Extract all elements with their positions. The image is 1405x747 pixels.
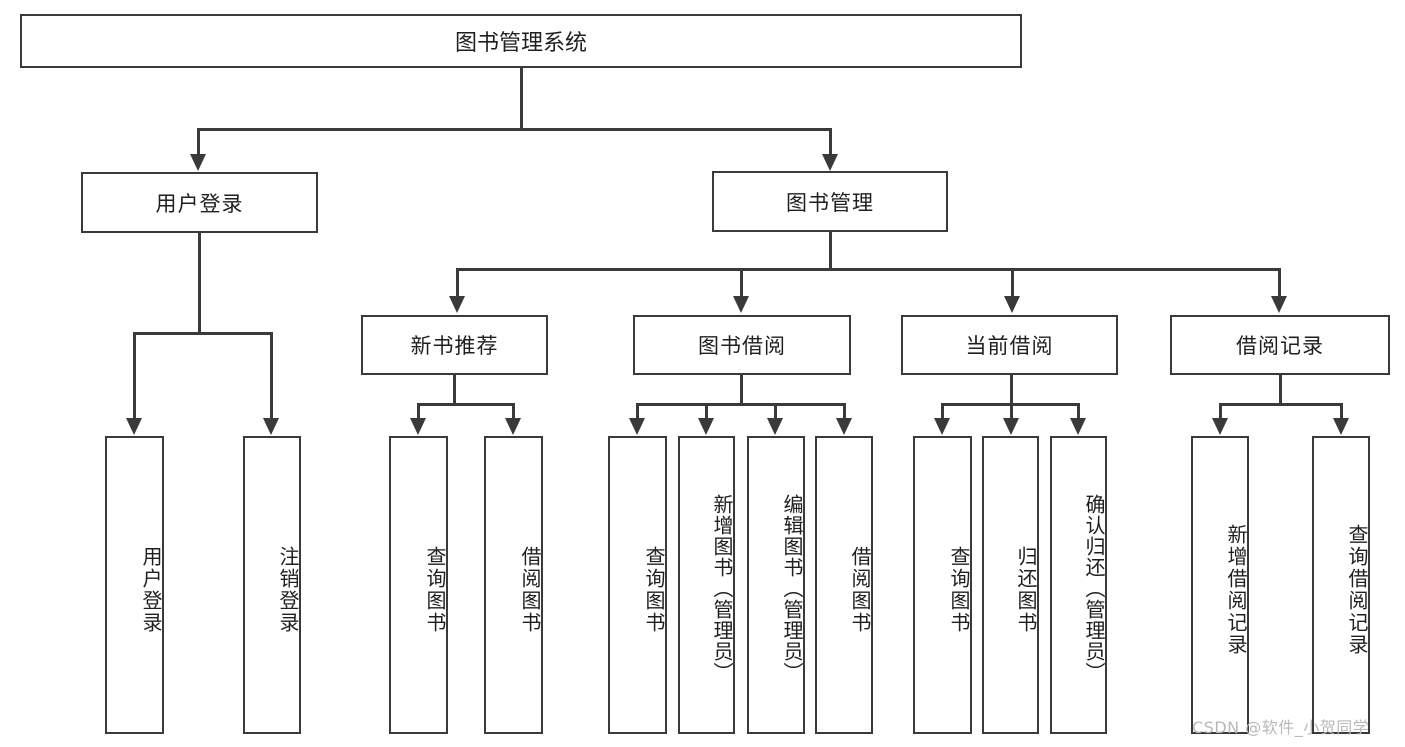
connector-to-book-borrow [740, 268, 743, 296]
arrow-book-borrow-leaf-4 [836, 418, 852, 435]
connector-borrow-record-bus [1219, 403, 1342, 406]
arrow-to-new-book-rec [449, 296, 465, 313]
connector-book-borrow-leaf-1 [636, 403, 639, 419]
connector-new-book-rec-stem [453, 375, 456, 405]
arrow-borrow-record-leaf-2 [1333, 418, 1349, 435]
arrow-book-borrow-leaf-1 [629, 418, 645, 435]
connector-to-current-borrow [1011, 268, 1014, 296]
connector-book-manage-bus [456, 268, 1280, 271]
node-leaf-query-book-3[interactable]: 查询图书 [913, 436, 972, 734]
arrow-user-login-leaf-2 [263, 418, 279, 435]
arrow-root-to-user-login [190, 154, 206, 171]
node-leaf-query-borrow-record[interactable]: 查询借阅记录 [1312, 436, 1370, 734]
node-leaf-add-book-admin[interactable]: 新增图书（管理员） [678, 436, 735, 734]
node-leaf-return-book[interactable]: 归还图书 [982, 436, 1039, 734]
arrow-to-book-borrow [733, 296, 749, 313]
arrow-current-borrow-leaf-1 [934, 418, 950, 435]
connector-to-borrow-record [1278, 268, 1281, 296]
node-leaf-query-book-2[interactable]: 查询图书 [608, 436, 667, 734]
connector-root-to-user-login [197, 128, 200, 156]
connector-root-to-book-manage [829, 128, 832, 156]
node-new-book-recommend[interactable]: 新书推荐 [361, 315, 548, 375]
arrow-new-book-rec-leaf-2 [505, 418, 521, 435]
connector-book-borrow-bus [636, 403, 844, 406]
connector-user-login-bus [133, 332, 271, 335]
node-user-login[interactable]: 用户登录 [81, 172, 318, 233]
connector-current-borrow-leaf-3 [1077, 403, 1080, 419]
node-current-borrow[interactable]: 当前借阅 [901, 315, 1118, 375]
connector-current-borrow-leaf-2 [1010, 403, 1013, 419]
csdn-watermark: CSDN @软件_小贺同学 [1192, 718, 1370, 737]
arrow-book-borrow-leaf-3 [767, 418, 783, 435]
node-root-book-management-system[interactable]: 图书管理系统 [20, 14, 1022, 68]
node-leaf-borrow-book-1[interactable]: 借阅图书 [484, 436, 543, 734]
arrow-new-book-rec-leaf-1 [410, 418, 426, 435]
node-leaf-add-borrow-record[interactable]: 新增借阅记录 [1191, 436, 1249, 734]
connector-user-login-leaf-1 [133, 332, 136, 419]
connector-current-borrow-stem [1010, 375, 1013, 405]
connector-root-bus [197, 128, 832, 131]
connector-book-borrow-leaf-3 [774, 403, 777, 419]
node-leaf-borrow-book-2[interactable]: 借阅图书 [815, 436, 873, 734]
node-book-borrow[interactable]: 图书借阅 [633, 315, 851, 375]
connector-book-borrow-leaf-4 [843, 403, 846, 419]
arrow-to-borrow-record [1271, 296, 1287, 313]
node-book-management[interactable]: 图书管理 [712, 171, 948, 232]
connector-new-book-rec-leaf-2 [512, 403, 515, 419]
arrow-current-borrow-leaf-3 [1070, 418, 1086, 435]
connector-borrow-record-stem [1279, 375, 1282, 405]
connector-new-book-rec-bus [417, 403, 513, 406]
arrow-to-current-borrow [1004, 296, 1020, 313]
node-leaf-edit-book-admin[interactable]: 编辑图书（管理员） [747, 436, 805, 734]
arrow-borrow-record-leaf-1 [1212, 418, 1228, 435]
connector-user-login-stem [198, 233, 201, 334]
connector-book-borrow-stem [740, 375, 743, 405]
connector-user-login-leaf-2 [270, 332, 273, 419]
arrow-root-to-book-manage [822, 154, 838, 171]
connector-borrow-record-leaf-2 [1340, 403, 1343, 419]
connector-current-borrow-bus [941, 403, 1078, 406]
arrow-current-borrow-leaf-2 [1003, 418, 1019, 435]
node-borrow-record[interactable]: 借阅记录 [1170, 315, 1390, 375]
arrow-user-login-leaf-1 [126, 418, 142, 435]
connector-to-new-book-rec [456, 268, 459, 296]
connector-root-stem [520, 68, 523, 130]
node-leaf-user-login[interactable]: 用户登录 [105, 436, 164, 734]
connector-book-borrow-leaf-2 [705, 403, 708, 419]
connector-new-book-rec-leaf-1 [417, 403, 420, 419]
connector-book-manage-stem [829, 232, 832, 270]
node-leaf-logout-login[interactable]: 注销登录 [243, 436, 301, 734]
arrow-book-borrow-leaf-2 [698, 418, 714, 435]
node-leaf-query-book-1[interactable]: 查询图书 [389, 436, 448, 734]
connector-current-borrow-leaf-1 [941, 403, 944, 419]
connector-borrow-record-leaf-1 [1219, 403, 1222, 419]
node-leaf-confirm-return-admin[interactable]: 确认归还（管理员） [1050, 436, 1107, 734]
